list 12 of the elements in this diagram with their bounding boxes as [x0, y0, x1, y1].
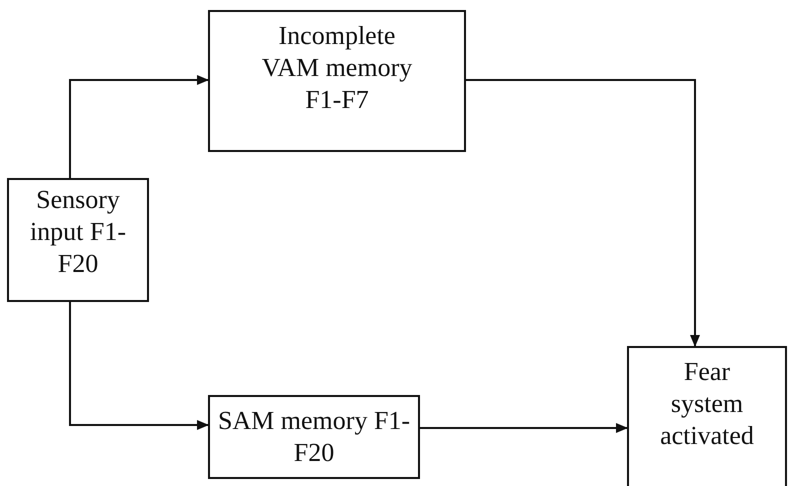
arrow	[420, 423, 628, 433]
process-box	[208, 395, 420, 479]
process-box	[627, 346, 787, 486]
box-label: SAM memory F1-F20	[216, 405, 412, 469]
arrow	[69, 75, 209, 178]
arrow	[466, 79, 700, 347]
box-label: Fear system activated	[659, 356, 755, 452]
box-label: Incomplete VAM memory F1-F7	[260, 20, 414, 116]
process-box	[208, 10, 466, 152]
box-label: Sensory input F1-F20	[28, 184, 128, 280]
arrow	[69, 302, 209, 430]
process-box	[7, 178, 149, 302]
